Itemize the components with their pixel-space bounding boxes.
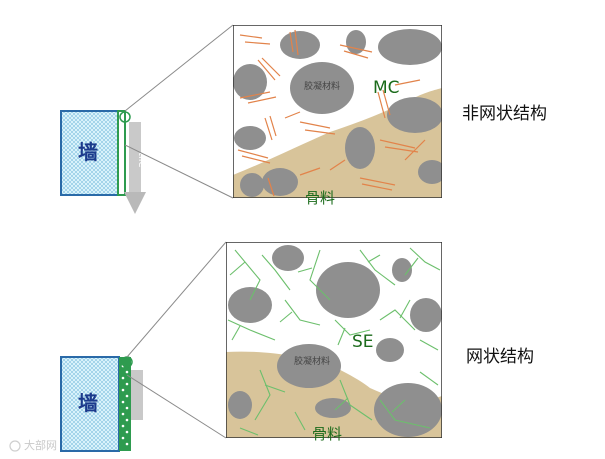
top-binder-label: 胶凝材料 <box>304 83 340 92</box>
bottom-aggregate-label: 骨料 <box>312 427 342 442</box>
top-arrow-text: tile <box>136 152 147 168</box>
bottom-magnified-panel <box>226 242 442 438</box>
bottom-zoom-line-1 <box>127 242 226 357</box>
watermark-text: 大部网 <box>24 440 57 451</box>
top-down-arrow <box>124 122 146 214</box>
top-zoom-line-1 <box>125 25 233 111</box>
top-magnified-panel <box>233 25 446 198</box>
bottom-binder-label: 胶凝材料 <box>294 358 330 367</box>
bottom-wall-label: 墙 <box>78 393 98 413</box>
top-wall-label: 墙 <box>78 142 98 162</box>
top-zoom-line-2 <box>125 145 233 198</box>
top-aggregate-label: 骨料 <box>305 191 335 206</box>
bottom-fiber-label: SE <box>352 334 374 351</box>
bottom-arrow-shaft <box>131 370 143 420</box>
top-side-label: 非网状结构 <box>462 106 547 123</box>
top-fiber-label: MC <box>373 80 400 97</box>
bottom-side-label: 网状结构 <box>466 349 534 366</box>
watermark-logo <box>10 441 20 451</box>
